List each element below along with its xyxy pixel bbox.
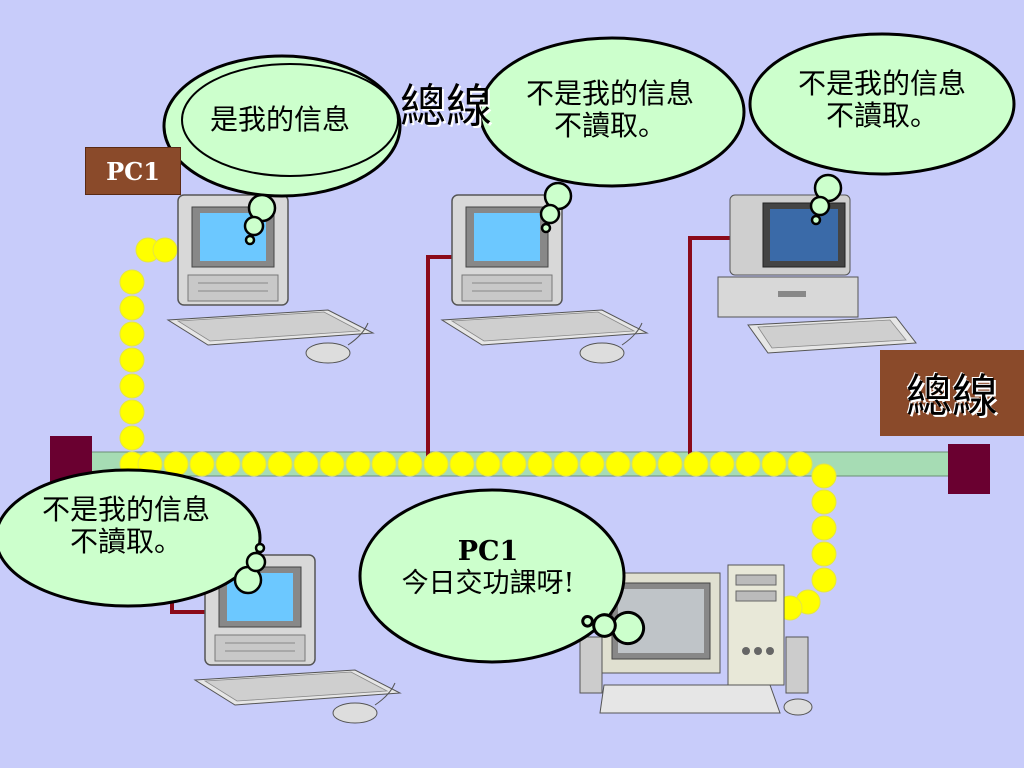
bubble-pc2-line2: 不讀取。 (553, 109, 666, 142)
signal-dot (119, 399, 145, 425)
signal-dot (605, 451, 631, 477)
bubble-pc4-text: 不是我的信息 不讀取。 (16, 494, 236, 558)
bubble-pc2 (478, 36, 746, 188)
bus-terminator-right (948, 444, 990, 494)
bubble-pc4 (0, 468, 262, 608)
bubble-sender (358, 488, 626, 664)
signal-dot (119, 347, 145, 373)
wire-pc3 (688, 236, 730, 460)
signal-dot (579, 451, 605, 477)
bubble-sender-line2: 今日交功課呀! (401, 568, 575, 599)
signal-dot (811, 515, 837, 541)
bubble-pc4-line2: 不讀取。 (69, 525, 182, 558)
bus-label: 總線 (880, 350, 1024, 436)
signal-path (119, 237, 837, 621)
bubble-pc2-text: 不是我的信息 不讀取。 (500, 78, 720, 142)
signal-dot (787, 451, 813, 477)
pc1-label: PC1 (85, 147, 181, 195)
bubble-pc3 (748, 32, 1016, 176)
signal-dot (761, 451, 787, 477)
signal-dot (371, 451, 397, 477)
bus-title-behind: 總線 (400, 79, 492, 133)
bubble-pc2-line1: 不是我的信息 (525, 77, 694, 110)
signal-dot (119, 425, 145, 451)
signal-dot (735, 451, 761, 477)
signal-dot (423, 451, 449, 477)
bubble-pc1-line1: 是我的信息 (209, 103, 350, 136)
signal-dot (345, 451, 371, 477)
pc1-computer-icon (167, 194, 374, 364)
bubble-pc1-text: 是我的信息 (190, 104, 370, 136)
signal-dot (657, 451, 683, 477)
bubble-pc1 (162, 54, 402, 198)
bubble-pc3-line2: 不讀取。 (825, 99, 938, 132)
bubble-sender-text: PC1 今日交功課呀! (368, 536, 608, 600)
signal-dot (119, 373, 145, 399)
signal-dot (267, 451, 293, 477)
signal-dot (683, 451, 709, 477)
signal-dot (293, 451, 319, 477)
signal-dot (319, 451, 345, 477)
signal-dot (119, 269, 145, 295)
signal-dot (631, 451, 657, 477)
signal-dot (553, 451, 579, 477)
signal-dot (215, 451, 241, 477)
signal-dot (397, 451, 423, 477)
signal-dot (189, 451, 215, 477)
signal-dot (241, 451, 267, 477)
signal-dot (119, 295, 145, 321)
bubble-pc3-line1: 不是我的信息 (797, 67, 966, 100)
signal-dot (501, 451, 527, 477)
signal-dot (811, 463, 837, 489)
signal-dot (527, 451, 553, 477)
bubble-sender-line1: PC1 (457, 536, 519, 567)
signal-dot (811, 489, 837, 515)
bubble-pc3-text: 不是我的信息 不讀取。 (772, 68, 992, 132)
signal-dot (119, 321, 145, 347)
bubble-pc4-line1: 不是我的信息 (41, 493, 210, 526)
signal-dot (811, 567, 837, 593)
signal-dot (475, 451, 501, 477)
signal-dot (709, 451, 735, 477)
signal-dot (449, 451, 475, 477)
wire-pc2 (426, 255, 458, 460)
signal-dot (811, 541, 837, 567)
signal-dot (152, 237, 178, 263)
